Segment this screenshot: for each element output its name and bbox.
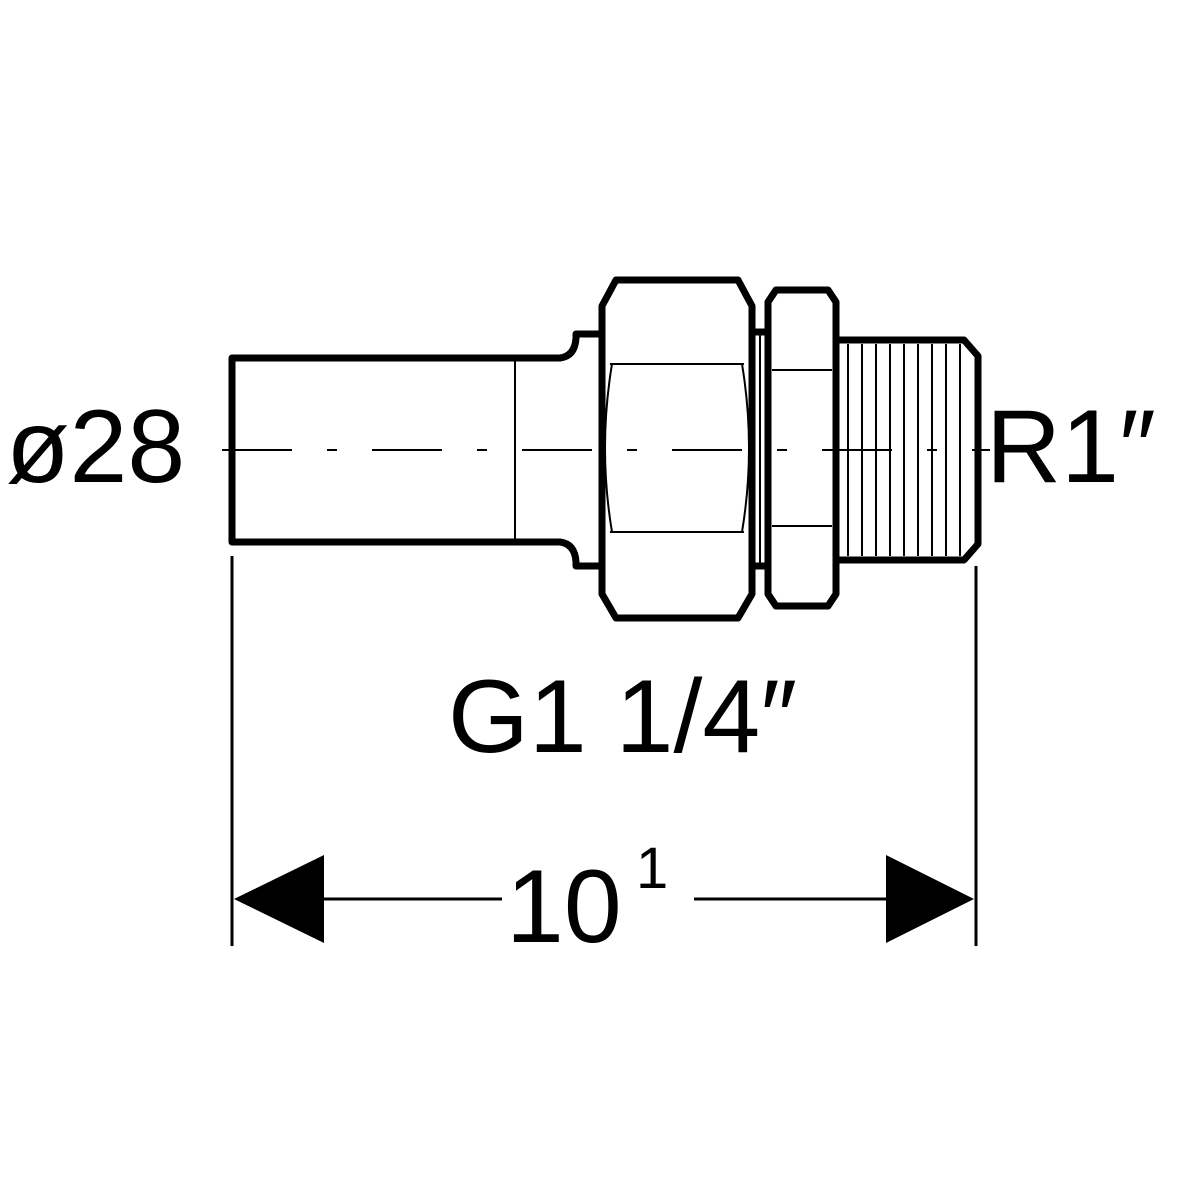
hex-body xyxy=(764,286,840,610)
thread-right-label: R1″ xyxy=(986,389,1156,505)
dimension-arrow-right xyxy=(886,855,974,943)
thread-union-label: G1 1/4″ xyxy=(448,659,797,775)
length-value: 10 xyxy=(506,849,622,965)
dimension-arrow-left xyxy=(234,855,324,943)
diameter-label: ø28 xyxy=(6,389,185,505)
length-dimension: 10 1 xyxy=(230,556,978,965)
length-superscript: 1 xyxy=(636,836,668,901)
